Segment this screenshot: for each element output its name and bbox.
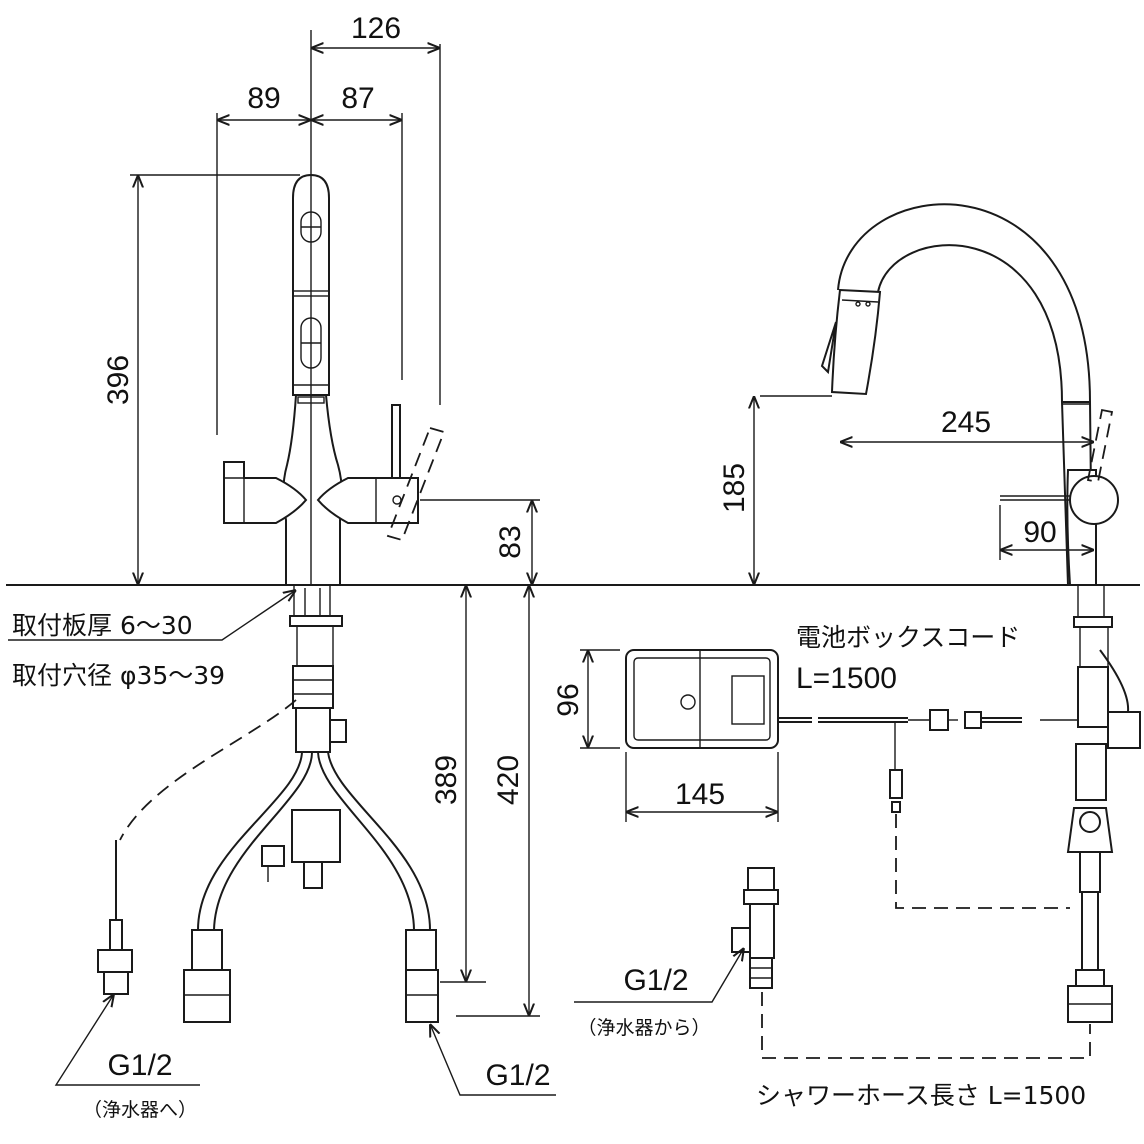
note-shower-hose: シャワーホース長さ L=1500: [756, 1081, 1086, 1110]
dim-89: 89: [247, 82, 280, 115]
purifier-inlet-fitting: [731, 867, 1091, 1059]
dim-396: 396: [102, 355, 135, 405]
dimension-lines-left: [8, 30, 556, 1096]
leader-purifier-inlet: [574, 948, 744, 1003]
dim-126: 126: [351, 12, 401, 45]
dim-245: 245: [941, 406, 991, 439]
note-plate-thickness: 取付板厚 6〜30: [12, 611, 193, 640]
underside-fittings: [183, 584, 439, 1023]
note-battery-cord: 電池ボックスコード: [796, 623, 1020, 652]
thread-purifier-inlet-note: （浄水器から）: [577, 1017, 710, 1039]
dim-389: 389: [430, 755, 463, 805]
dim-87: 87: [341, 82, 374, 115]
faucet-front-view: [223, 173, 446, 586]
thread-purifier-inlet: G1/2: [623, 964, 688, 997]
dimension-lines-battery: [580, 649, 779, 822]
purifier-outlet-fitting: [97, 699, 297, 995]
thread-left-note: （浄水器へ）: [83, 1099, 197, 1121]
dim-185: 185: [718, 463, 751, 513]
dimension-lines-right: [754, 395, 1094, 585]
note-hole-diameter: 取付穴径 φ35〜39: [12, 661, 225, 690]
dim-83: 83: [494, 525, 527, 558]
dim-145: 145: [675, 778, 725, 811]
battery-box: [625, 649, 1082, 909]
thread-left: G1/2: [107, 1049, 172, 1082]
dim-96: 96: [552, 683, 585, 716]
dim-90: 90: [1023, 516, 1056, 549]
dim-420: 420: [492, 755, 525, 805]
note-battery-cord-length: L=1500: [796, 662, 897, 695]
thread-supply: G1/2: [485, 1059, 550, 1092]
faucet-side-view: [820, 203, 1141, 1023]
